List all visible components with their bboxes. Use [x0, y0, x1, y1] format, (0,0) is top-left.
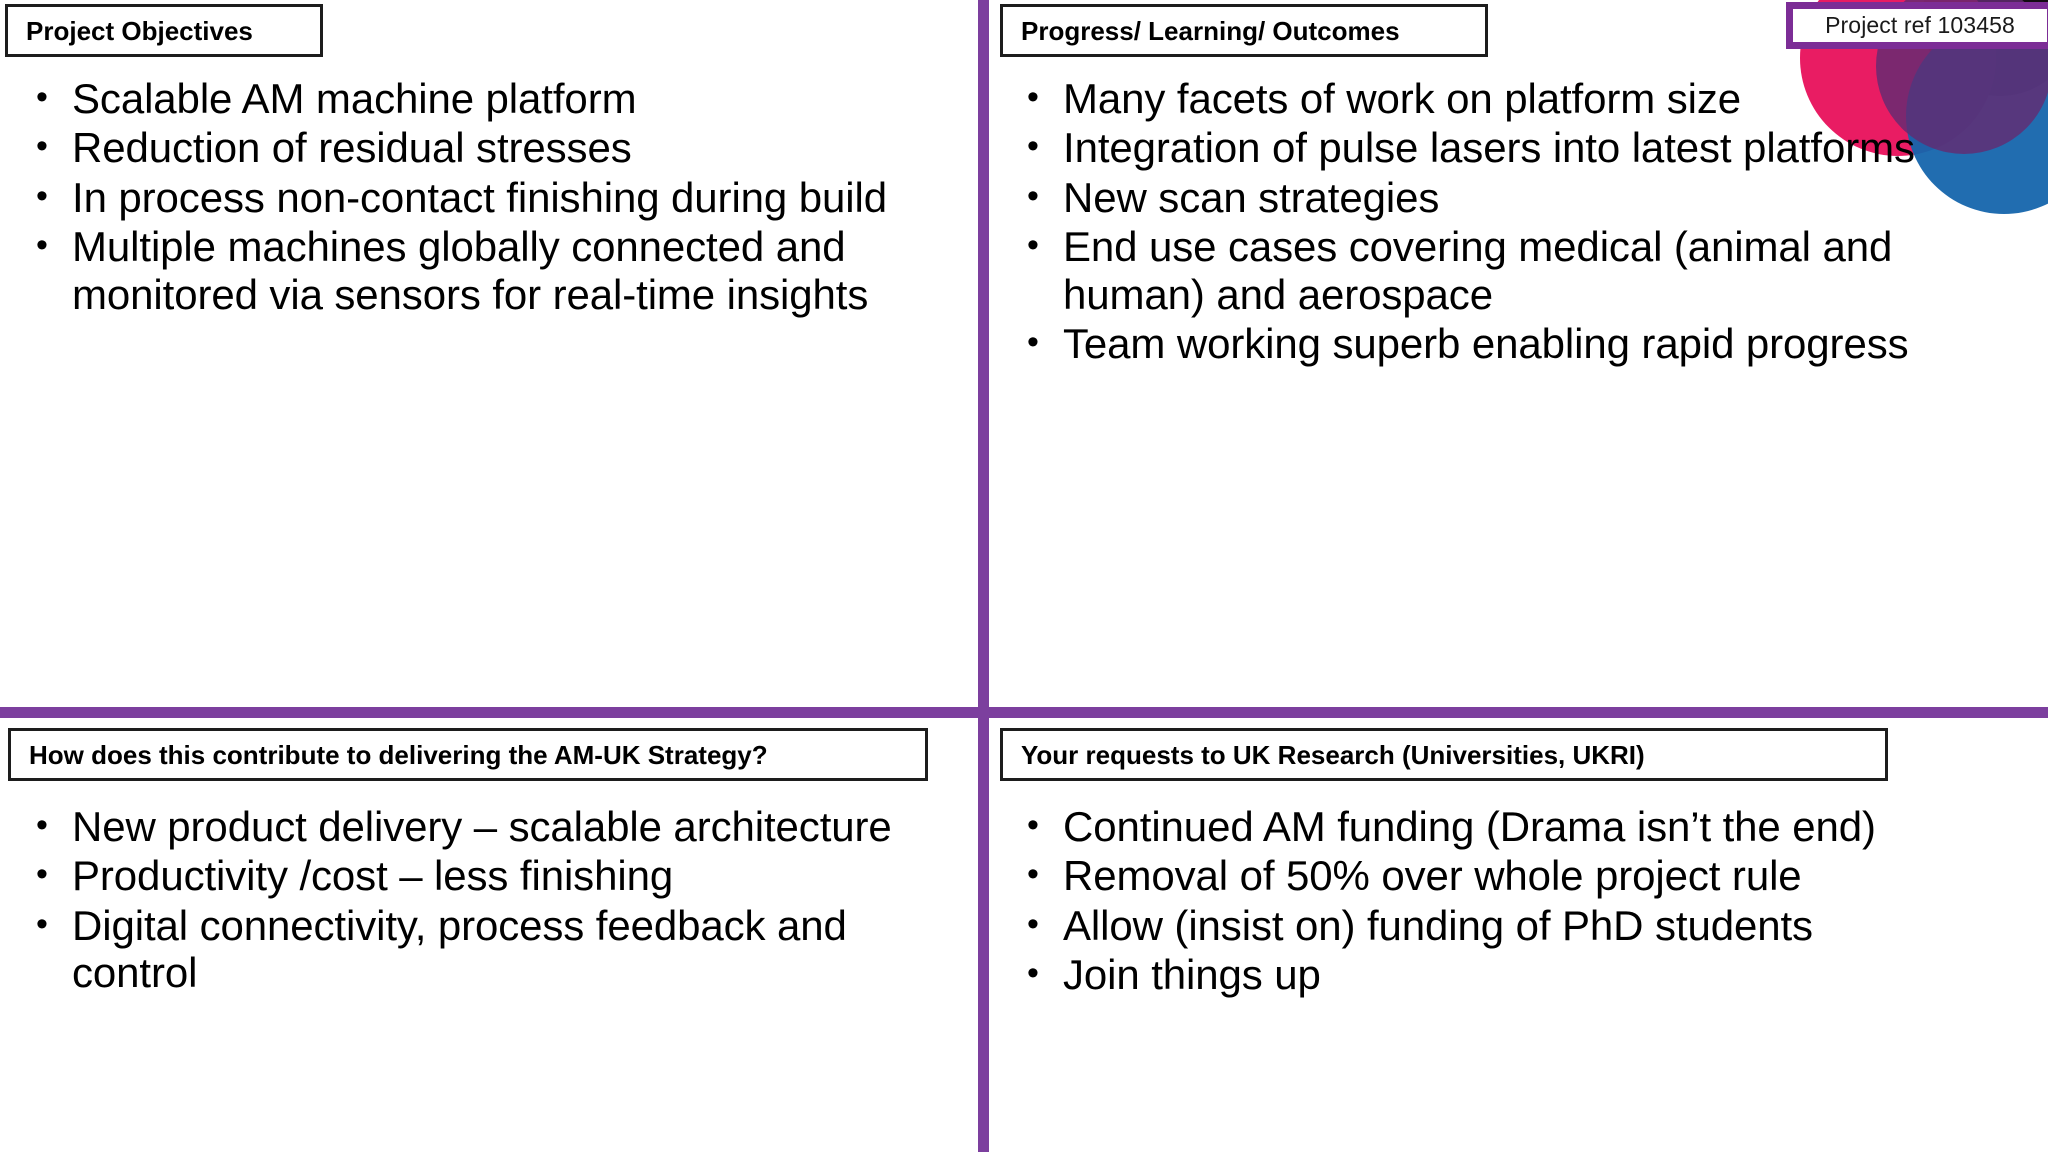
list-item: Productivity /cost – less finishing — [12, 852, 942, 899]
list-item: Continued AM funding (Drama isn’t the en… — [1003, 803, 2023, 850]
project-ref-badge: Project ref 103458 — [1786, 2, 2048, 49]
list-item: New product delivery – scalable architec… — [12, 803, 942, 850]
list-item: Multiple machines globally connected and… — [12, 223, 942, 318]
header-box-uk-research-requests: Your requests to UK Research (Universiti… — [1000, 728, 1888, 781]
project-ref-text: Project ref 103458 — [1825, 12, 2015, 38]
header-label: Progress/ Learning/ Outcomes — [1021, 15, 1400, 46]
list-item: New scan strategies — [1003, 174, 2023, 221]
list-item: Removal of 50% over whole project rule — [1003, 852, 2023, 899]
list-item: Many facets of work on platform size — [1003, 75, 2023, 122]
list-item: Integration of pulse lasers into latest … — [1003, 124, 2023, 171]
horizontal-divider — [0, 707, 2048, 718]
header-label: Project Objectives — [26, 15, 253, 46]
list-item: Allow (insist on) funding of PhD student… — [1003, 902, 2023, 949]
bullet-list-progress-learning-outcomes: Many facets of work on platform size Int… — [1003, 75, 2023, 370]
bullet-list-project-objectives: Scalable AM machine platform Reduction o… — [12, 75, 942, 320]
list-item: Join things up — [1003, 951, 2023, 998]
list-item: End use cases covering medical (animal a… — [1003, 223, 2023, 318]
quadrant-uk-research-requests: Your requests to UK Research (Universiti… — [989, 718, 2048, 1152]
vertical-divider — [978, 0, 989, 1152]
header-box-progress-learning-outcomes: Progress/ Learning/ Outcomes — [1000, 4, 1488, 57]
bullet-list-uk-research-requests: Continued AM funding (Drama isn’t the en… — [1003, 803, 2023, 1001]
list-item: Team working superb enabling rapid progr… — [1003, 320, 2023, 367]
bullet-list-am-uk-strategy: New product delivery – scalable architec… — [12, 803, 942, 999]
header-box-am-uk-strategy: How does this contribute to delivering t… — [8, 728, 928, 781]
list-item: In process non-contact finishing during … — [12, 174, 942, 221]
header-label: How does this contribute to delivering t… — [29, 739, 768, 770]
list-item: Reduction of residual stresses — [12, 124, 942, 171]
header-label: Your requests to UK Research (Universiti… — [1021, 739, 1645, 770]
header-box-project-objectives: Project Objectives — [5, 4, 323, 57]
list-item: Scalable AM machine platform — [12, 75, 942, 122]
quadrant-am-uk-strategy: How does this contribute to delivering t… — [0, 718, 978, 1152]
quadrant-project-objectives: Project Objectives Scalable AM machine p… — [0, 0, 978, 707]
list-item: Digital connectivity, process feedback a… — [12, 902, 942, 997]
quadrant-progress-learning-outcomes: Progress/ Learning/ Outcomes Many facets… — [989, 0, 2048, 707]
